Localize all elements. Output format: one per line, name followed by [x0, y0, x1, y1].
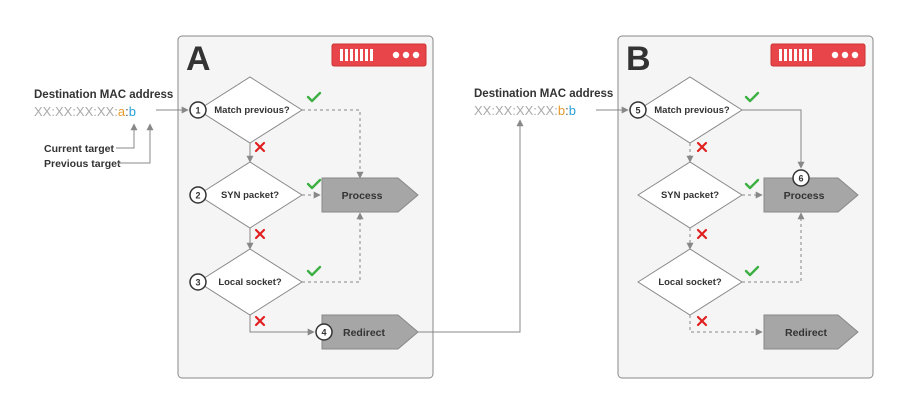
checkmark-icon: [306, 265, 322, 277]
a-yes-3: [302, 212, 364, 283]
checkmark-icon: [306, 178, 322, 190]
process-label-a: Process: [342, 190, 383, 202]
mac-address-middle: XX:XX:XX:XX:b:b: [474, 103, 576, 118]
process-label-b: Process: [784, 190, 825, 202]
q1-label-a: Match previous?: [214, 105, 290, 116]
process-box-b: [763, 177, 859, 213]
mac-heading-left: Destination MAC address: [34, 89, 173, 101]
svg-text:2: 2: [195, 191, 200, 201]
checkmark-icon: [306, 91, 322, 103]
mac-heading-middle: Destination MAC address: [474, 88, 613, 100]
previous-target-label: Previous target: [44, 158, 121, 170]
redirect-box-b: [763, 314, 859, 350]
checkmark-icon: [744, 91, 760, 103]
step-4-badge: 4: [315, 323, 333, 341]
cross-icon: [696, 315, 708, 327]
mac-colon: :: [125, 104, 129, 119]
q2-label-b: SYN packet?: [661, 190, 719, 201]
b-yes-1: [742, 109, 805, 169]
b-yes-3: [742, 212, 805, 283]
svg-text:4: 4: [321, 328, 326, 338]
step-2-badge: 2: [189, 186, 207, 204]
server-rack-icon: [770, 43, 866, 67]
mac-previous-target: b: [129, 104, 136, 119]
cross-icon: [254, 228, 266, 240]
svg-text:3: 3: [195, 278, 200, 288]
redirect-to-b-arrow: [418, 119, 524, 333]
redirect-label-a: Redirect: [343, 327, 386, 339]
step-6-badge: 6: [792, 169, 810, 187]
cross-icon: [254, 141, 266, 153]
q3-label-a: Local socket?: [218, 277, 282, 288]
a-yes-1: [302, 109, 364, 179]
previous-target-pointer: [118, 123, 154, 164]
step-1-badge: 1: [189, 101, 207, 119]
svg-text:1: 1: [195, 106, 200, 116]
process-box-a: [321, 177, 419, 213]
q2-label-a: SYN packet?: [221, 190, 279, 201]
cross-icon: [696, 141, 708, 153]
cross-icon: [696, 228, 708, 240]
mac-current-target: a: [118, 104, 126, 119]
a-no-3: [249, 315, 315, 336]
checkmark-icon: [744, 265, 760, 277]
checkmark-icon: [744, 178, 760, 190]
redirect-label-b: Redirect: [785, 327, 828, 339]
panel-b-title: B: [626, 40, 651, 78]
step-3-badge: 3: [189, 273, 207, 291]
cross-icon: [254, 315, 266, 327]
server-rack-icon: [331, 43, 427, 67]
current-target-pointer: [116, 123, 138, 149]
q1-label-b: Match previous?: [654, 105, 730, 116]
svg-text:5: 5: [635, 106, 640, 116]
panel-a-title: A: [186, 40, 211, 78]
redirect-box-a: [321, 314, 419, 350]
mac-prefix: XX:XX:XX:XX:: [34, 104, 118, 119]
step-5-badge: 5: [629, 101, 647, 119]
svg-text:6: 6: [798, 174, 803, 184]
q3-label-b: Local socket?: [658, 277, 722, 288]
mac-address-left: XX:XX:XX:XX:a:b: [34, 104, 136, 119]
current-target-label: Current target: [44, 143, 115, 155]
